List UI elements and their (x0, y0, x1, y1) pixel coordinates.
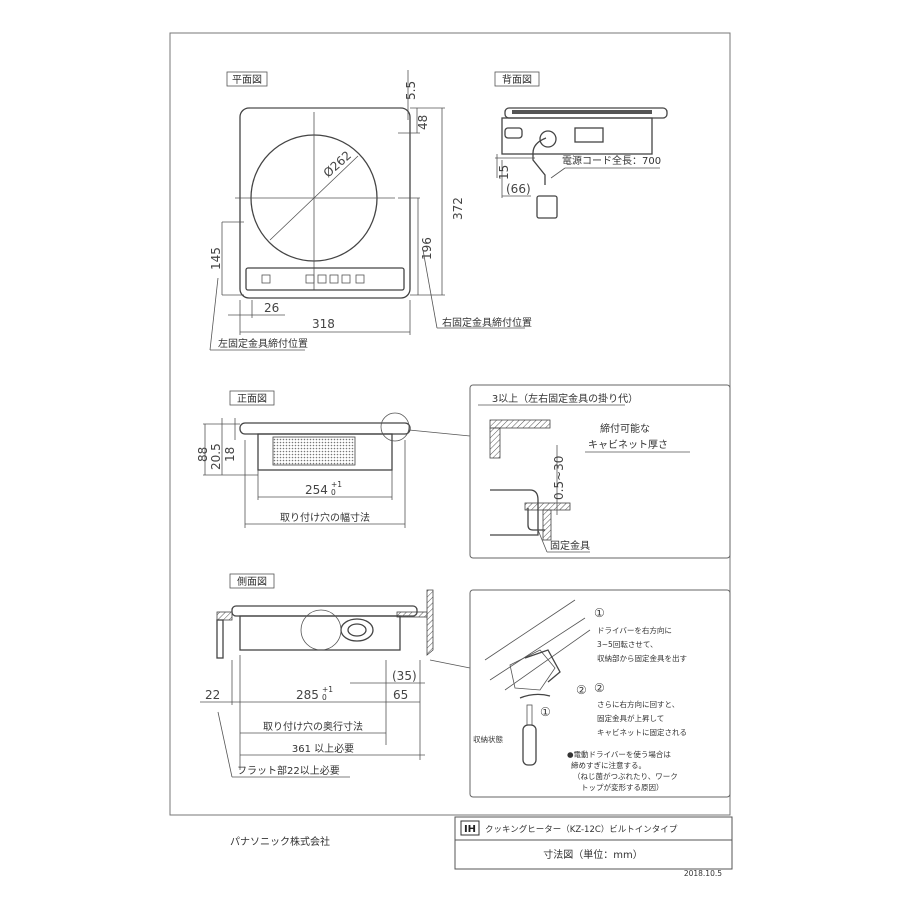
front-dim-h1: 20.5 (209, 443, 223, 470)
warning-line: （ねじ菌がつぶれたり、ワーク (573, 771, 678, 781)
side-dim-flat: 22 (205, 688, 220, 702)
step1-line: ドライバーを右方向に (597, 625, 672, 635)
warning-line: トップが変形する原因） (581, 782, 664, 792)
dim-depth: 372 (451, 197, 465, 220)
step2-line: さらに右方向に回すと、 (597, 699, 679, 709)
step2-line: キャビネットに固定される (597, 727, 687, 737)
thickness-note-2: キャビネット厚さ (588, 439, 668, 451)
company-name: パナソニック株式会社 (230, 835, 330, 848)
side-dim-rear: 65 (393, 688, 408, 702)
control-button (329, 274, 339, 284)
step2-mark: ② (594, 681, 605, 695)
left-fixture-note: 左固定金具締付位置 (218, 337, 308, 350)
step1-line: 3~5回転させて、 (597, 640, 657, 649)
drawing-date: 2018.10.5 (684, 869, 722, 878)
hole-width-note: 取り付け穴の幅寸法 (280, 511, 370, 524)
plan-view-label: 平面図 (232, 74, 262, 86)
flat-note: フラット部22以上必要 (237, 764, 340, 777)
hole-depth-note: 取り付け穴の奥行寸法 (263, 720, 363, 733)
side-view: 側面図 22 285 +1 0 65 (35) 取り付け穴の奥行寸法 361 以… (200, 573, 471, 778)
dim-top-gap: 5.5 (404, 81, 418, 100)
front-dim-h2: 18 (223, 447, 237, 462)
side-dim-cord: (35) (392, 669, 417, 683)
right-fixture-note: 右固定金具締付位置 (442, 316, 532, 329)
thickness-range: 0.5~30 (552, 456, 566, 500)
plan-view: 平面図 Ø262 5.5 48 372 196 145 26 (209, 70, 532, 351)
back-dim-height: 15 (497, 165, 511, 180)
dim-left-offset: 26 (264, 301, 279, 315)
dim-right-height: 196 (420, 237, 434, 260)
power-plug (536, 195, 558, 219)
front-dim-width: 254 (305, 483, 328, 497)
product-name: クッキングヒーター（KZ-12C）ビルトインタイプ (485, 824, 678, 835)
control-panel (245, 267, 405, 291)
dim-width: 318 (312, 317, 335, 331)
thickness-note-1: 締付可能な (600, 422, 650, 435)
overhang-note: 3以上（左右固定金具の掛り代） (492, 392, 638, 405)
back-view-label: 背面図 (502, 73, 532, 86)
step2-line: 固定金具が上昇して (597, 713, 664, 723)
drawing-subtitle: 寸法図（単位：mm） (543, 848, 642, 861)
dim-top-offset: 48 (416, 115, 430, 130)
bracket-label: 固定金具 (550, 539, 590, 552)
required-depth-note: 361 以上必要 (292, 742, 354, 755)
control-button (341, 274, 351, 284)
arrow-step2-mark: ② (576, 683, 587, 697)
dim-left-height: 145 (209, 247, 223, 270)
stored-label: 収納状態 (473, 734, 503, 744)
front-view-label: 正面図 (237, 393, 267, 405)
control-button (355, 274, 365, 284)
cord-length-note: 電源コード全長：700 (562, 154, 661, 167)
back-dim-offset: (66) (506, 182, 531, 196)
front-dim-width-tol-upper: +1 (331, 480, 342, 489)
step1-mark: ① (594, 606, 605, 620)
title-block: パナソニック株式会社 IH クッキングヒーター（KZ-12C）ビルトインタイプ … (230, 816, 733, 878)
back-view: 背面図 15 (66) 電源コード全長：700 (494, 71, 668, 219)
screw-step1-mark: ① (540, 705, 551, 719)
front-view: 正面図 88 20.5 18 254 +1 0 取り付け穴の幅寸法 (196, 390, 471, 528)
ih-badge: IH (464, 824, 476, 835)
screwdriver-icon (522, 724, 537, 766)
side-dim-depth-tol-lower: 0 (322, 693, 327, 702)
control-button (317, 274, 327, 284)
front-dim-width-tol-lower: 0 (331, 488, 336, 497)
side-dim-depth-tol-upper: +1 (322, 685, 333, 694)
control-button (305, 274, 315, 284)
side-view-label: 側面図 (237, 575, 267, 588)
step1-line: 収納部から固定金具を出す (597, 653, 687, 663)
front-dim-total-height: 88 (196, 447, 210, 462)
detail-install: ① ドライバーを右方向に 3~5回転させて、 収納部から固定金具を出す ② ② … (469, 589, 731, 798)
side-dim-depth: 285 (296, 688, 319, 702)
warning-line: ●電動ドライバーを使う場合は (567, 749, 671, 759)
detail-front: 3以上（左右固定金具の掛り代） 締付可能な キャビネット厚さ 0.5~30 固定… (469, 384, 731, 559)
control-button (261, 274, 271, 284)
warning-line: 締めすぎに注意する。 (571, 760, 646, 770)
